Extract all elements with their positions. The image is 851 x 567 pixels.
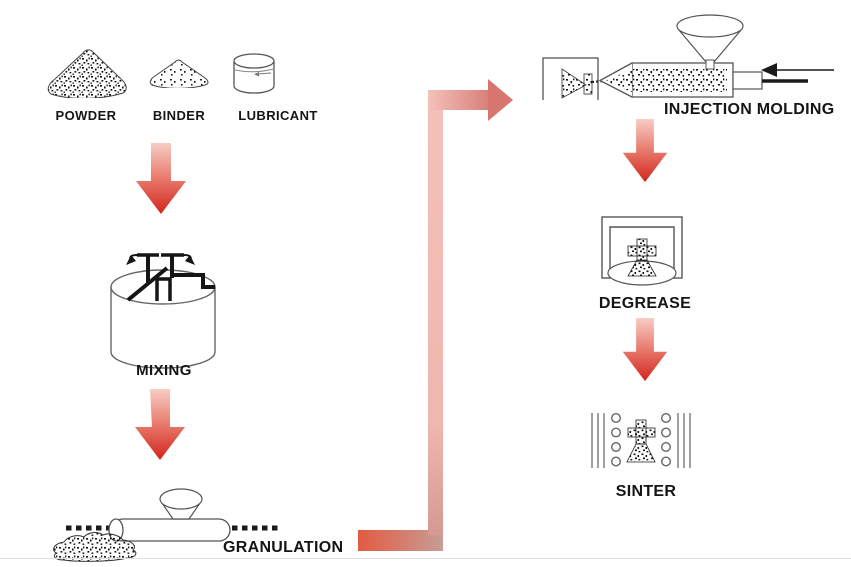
powder-pile-icon	[45, 48, 130, 98]
mold-box	[542, 57, 599, 100]
barrel-feedstock	[605, 69, 727, 92]
sintered-part	[626, 419, 656, 463]
heater-coils	[611, 412, 671, 467]
flow-arrow-down-icon	[134, 142, 188, 216]
binder-label: BINDER	[152, 108, 206, 123]
mixer-blades	[126, 253, 215, 302]
sinter-furnace-icon	[585, 405, 697, 475]
granulation-label: GRANULATION	[223, 539, 344, 556]
push-arrow-left-icon	[761, 63, 777, 77]
degrease-furnace-icon	[598, 214, 688, 292]
mixing-label: MIXING	[136, 362, 192, 379]
flow-arrow-down-icon	[621, 315, 669, 385]
hopper-funnel	[676, 14, 744, 38]
flow-connector-up-right-icon	[355, 78, 515, 556]
injection-molding-label: INJECTION MOLDING	[664, 101, 835, 118]
injection-molding-machine-icon	[535, 8, 835, 100]
binder-pile-icon	[148, 58, 212, 88]
mixer-icon	[103, 246, 225, 370]
lubricant-label: LUBRICANT	[238, 108, 318, 123]
flow-arrow-down-icon	[621, 116, 669, 186]
powder-label: POWDER	[55, 108, 117, 123]
granulator-icon	[40, 483, 290, 567]
flow-arrow-down-icon	[133, 388, 187, 462]
sinter-label: SINTER	[615, 483, 677, 500]
green-part	[627, 238, 657, 277]
lubricant-can-icon	[232, 53, 276, 95]
granule-pile	[53, 532, 137, 562]
degrease-label: DEGREASE	[598, 295, 692, 312]
bottom-divider	[0, 558, 851, 559]
heater-lines	[591, 413, 691, 468]
